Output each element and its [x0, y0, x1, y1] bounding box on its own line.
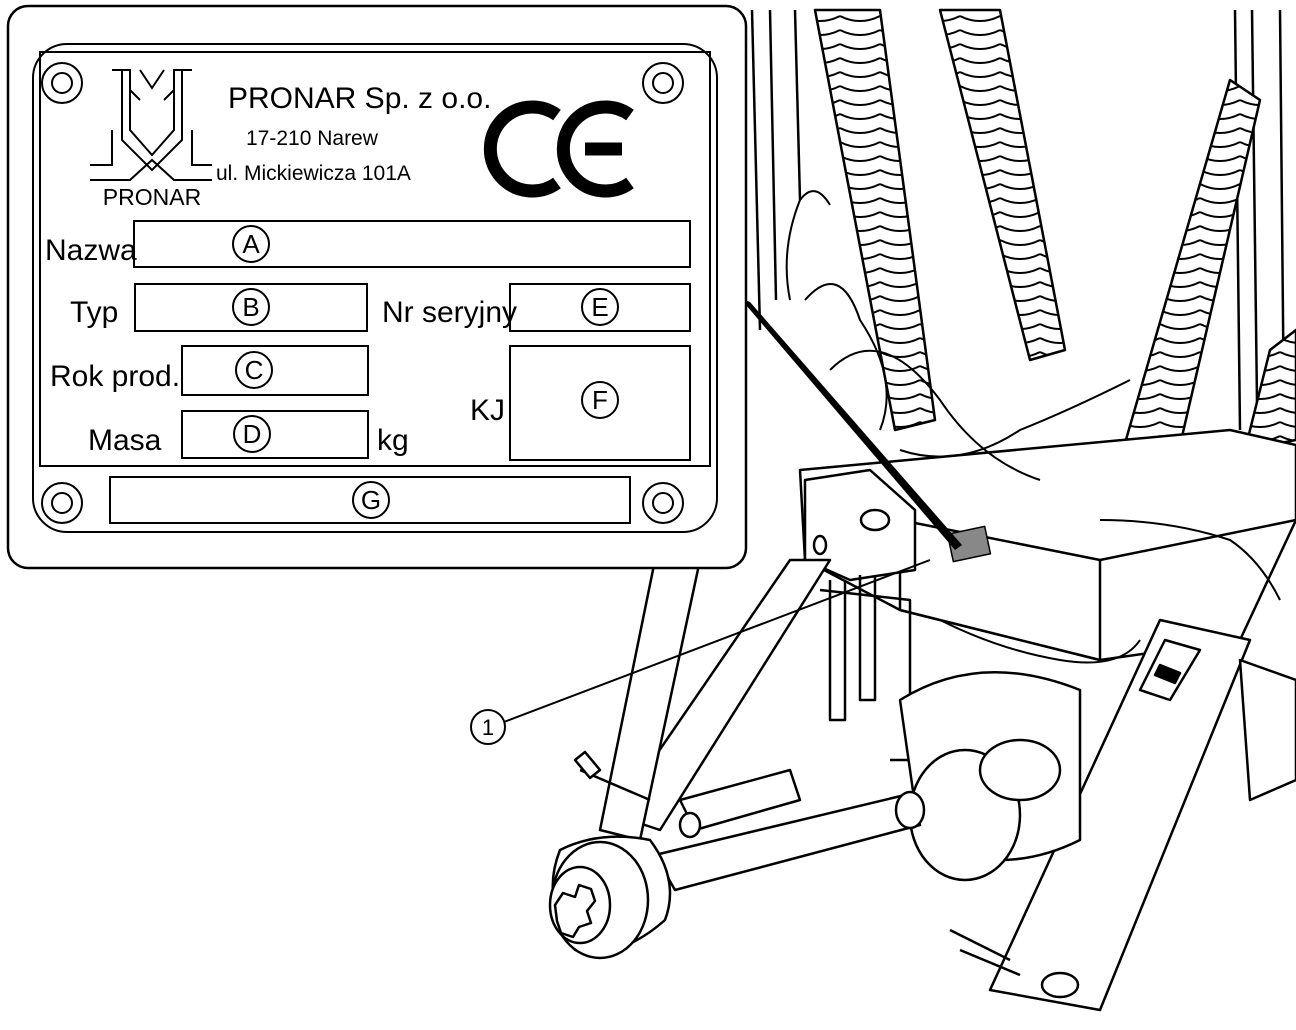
svg-text:E: E — [591, 292, 608, 322]
corner-screws — [41, 62, 684, 524]
callout-number: 1 — [482, 715, 494, 740]
callout-1: 1 — [470, 709, 506, 745]
mass-field-box — [181, 410, 369, 459]
machine-drawing — [548, 8, 1296, 1012]
spring-far-right — [1243, 328, 1296, 452]
svg-text:F: F — [592, 385, 608, 415]
type-label: Typ — [70, 296, 118, 329]
marker-a: A — [232, 225, 270, 263]
company-name: PRONAR Sp. z o.o. — [228, 82, 491, 115]
name-label: Nazwa — [45, 234, 137, 267]
gearbox — [898, 670, 1082, 882]
marker-e: E — [581, 288, 619, 326]
spring-left — [813, 8, 937, 432]
serial-field-box — [509, 283, 691, 332]
right-arm — [949, 618, 1296, 1012]
marker-d: D — [233, 415, 271, 453]
svg-text:G: G — [361, 485, 381, 515]
mass-unit: kg — [377, 424, 409, 457]
marker-c: C — [235, 351, 273, 389]
year-label: Rok prod. — [50, 360, 180, 393]
hoses — [785, 190, 1281, 664]
marker-g: G — [352, 481, 390, 519]
kj-field-box — [509, 345, 691, 461]
frame-lines — [750, 9, 1286, 481]
pto-shaft — [548, 790, 926, 960]
address-line-1: 17-210 Narew — [246, 127, 379, 150]
year-field-box — [181, 345, 369, 396]
marker-b: B — [232, 288, 270, 326]
svg-text:A: A — [242, 229, 260, 259]
kj-label: KJ — [470, 394, 505, 427]
logo-text: PRONAR — [103, 184, 201, 210]
main-beam — [798, 428, 1296, 662]
svg-text:D: D — [243, 419, 262, 449]
mass-label: Masa — [88, 424, 162, 457]
svg-text:B: B — [242, 292, 259, 322]
spring-middle — [938, 8, 1067, 362]
ce-mark — [483, 100, 634, 198]
pronar-logo — [90, 69, 212, 181]
type-field-box — [134, 283, 368, 332]
svg-text:C: C — [245, 355, 264, 385]
plate-location-mark — [946, 525, 992, 563]
address-line-2: ul. Mickiewicza 101A — [216, 162, 411, 185]
g-field-box — [109, 476, 631, 524]
serial-label: Nr seryjny — [382, 296, 517, 329]
pointer-wedge — [740, 298, 962, 550]
mounting-bracket — [803, 468, 917, 762]
field-boxes — [109, 220, 691, 524]
ce-mark-text: CE — [0, 0, 2, 1]
marker-f: F — [581, 381, 619, 419]
name-field-box — [133, 220, 691, 268]
nameplate: PRONAR PRONAR Sp. z o.o. 17-210 Narew ul… — [0, 0, 748, 570]
lower-link — [678, 768, 802, 839]
callout-leader — [503, 559, 931, 723]
